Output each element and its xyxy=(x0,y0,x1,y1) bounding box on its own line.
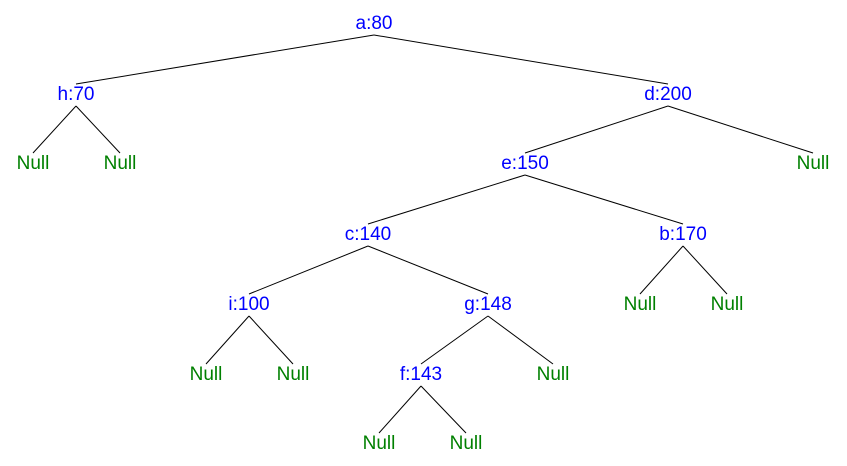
node-g: g:148 xyxy=(464,294,512,315)
null-leaf-f-right: Null xyxy=(450,433,483,454)
edge-d-to-e xyxy=(524,105,669,154)
node-h: h:70 xyxy=(58,84,95,105)
edge-g-to-f xyxy=(420,315,489,365)
null-leaf-h-right: Null xyxy=(104,153,137,174)
edge-a-to-h xyxy=(75,34,375,85)
null-leaf-b-right: Null xyxy=(711,294,744,315)
node-a: a:80 xyxy=(356,13,393,34)
null-leaf-g-right: Null xyxy=(537,364,570,385)
edge-c-to-i xyxy=(248,245,369,295)
edge-e-to-c xyxy=(367,174,526,225)
tree-nodes: a:80 h:70 d:200 e:150 c:140 b:170 i:100 … xyxy=(17,13,830,454)
edge-f-to-f_right xyxy=(420,385,467,434)
null-leaf-h-left: Null xyxy=(17,153,50,174)
edge-c-to-g xyxy=(367,245,489,295)
null-leaf-b-left: Null xyxy=(624,294,657,315)
edge-a-to-d xyxy=(373,34,669,85)
null-leaf-i-left: Null xyxy=(190,364,223,385)
null-leaf-i-right: Null xyxy=(277,364,310,385)
null-leaf-f-left: Null xyxy=(363,433,396,454)
edge-g-to-g_right xyxy=(487,315,554,365)
node-i: i:100 xyxy=(228,294,269,315)
tree-edges xyxy=(32,34,814,434)
edge-f-to-f_left xyxy=(378,385,422,434)
edge-h-to-h_right xyxy=(75,105,121,154)
edge-d-to-d_right xyxy=(667,105,814,154)
null-leaf-d-right: Null xyxy=(797,153,830,174)
edge-b-to-b_left xyxy=(639,245,684,295)
node-d: d:200 xyxy=(644,84,692,105)
edge-b-to-b_right xyxy=(682,245,728,295)
node-c: c:140 xyxy=(345,224,391,245)
edge-i-to-i_left xyxy=(205,315,250,365)
edge-e-to-b xyxy=(524,174,684,225)
edge-i-to-i_right xyxy=(248,315,294,365)
node-e: e:150 xyxy=(501,153,549,174)
edge-h-to-h_left xyxy=(32,105,77,154)
node-b: b:170 xyxy=(659,224,707,245)
node-f: f:143 xyxy=(400,364,442,385)
